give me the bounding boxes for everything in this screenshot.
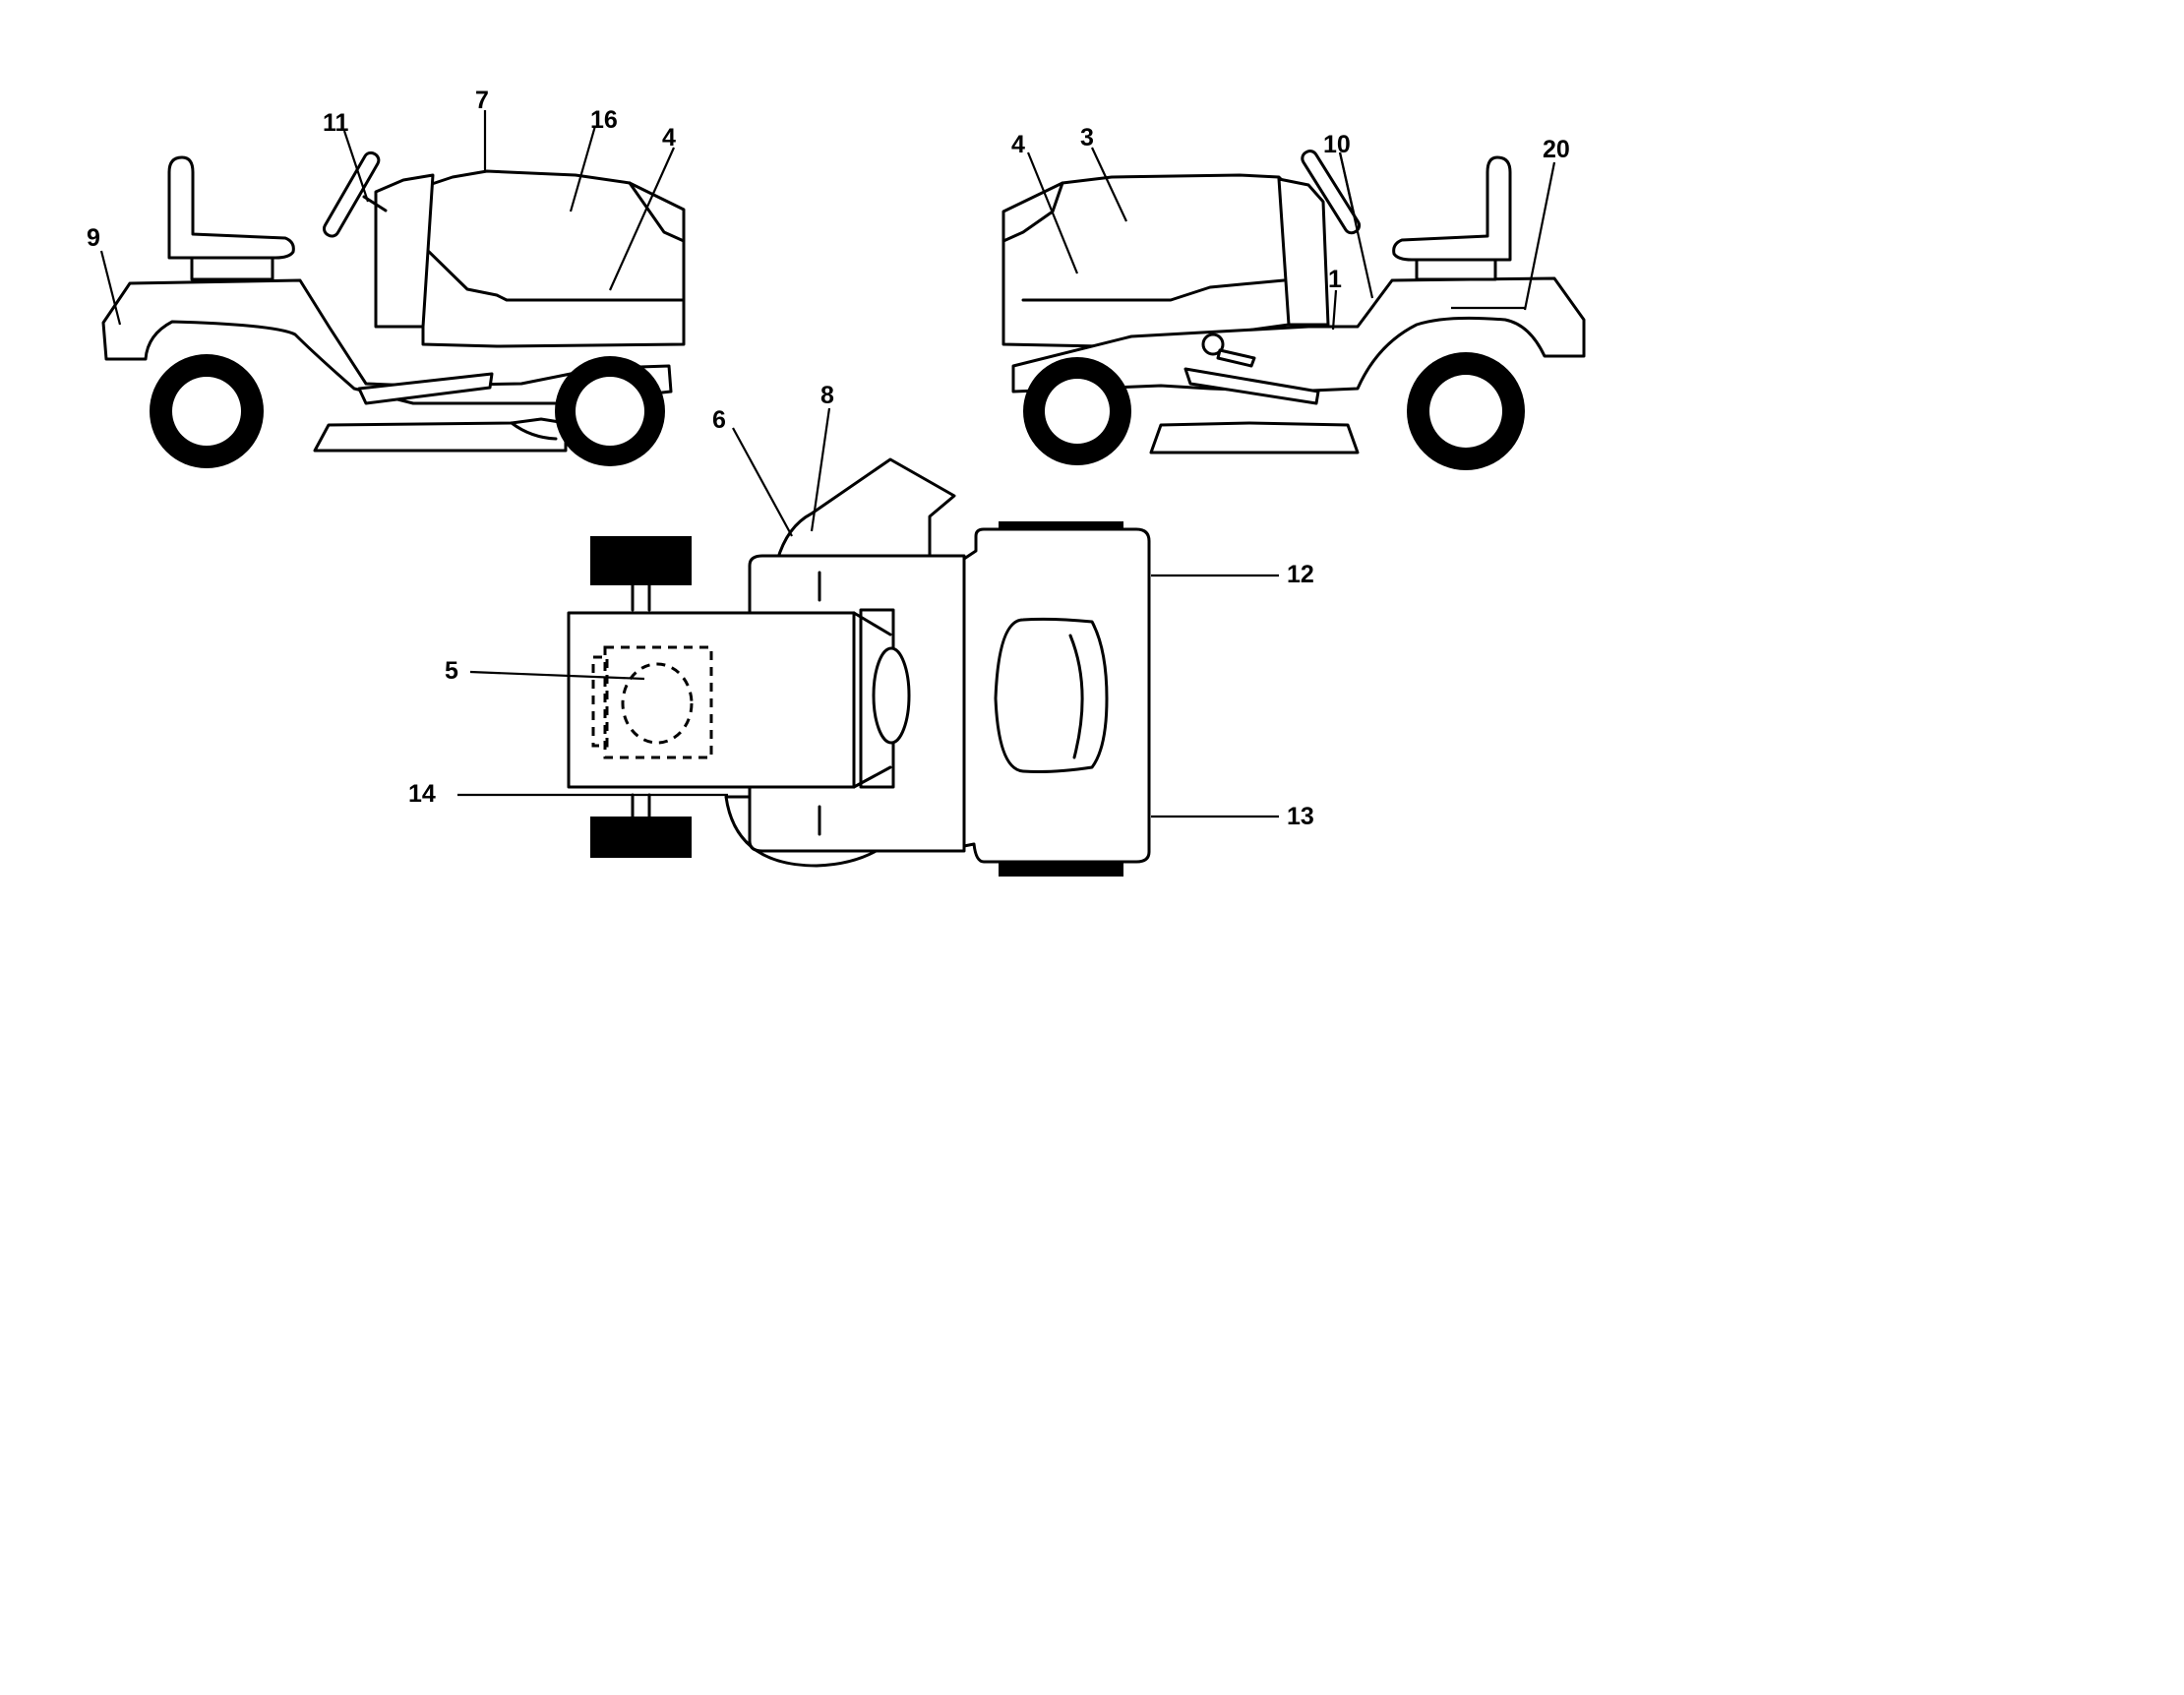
callout-labels: 9 11 7 16 4 4 3 10 1 20 6 8 5 14 12 13 bbox=[87, 87, 1570, 830]
callout-3: 3 bbox=[1080, 124, 1094, 151]
callout-8: 8 bbox=[820, 382, 834, 409]
left-steering-wheel bbox=[323, 151, 381, 238]
right-mower-deck bbox=[1149, 421, 1360, 454]
top-seat bbox=[994, 617, 1109, 773]
left-side-view-tractor bbox=[101, 151, 686, 468]
top-front-left-wheel bbox=[590, 536, 692, 585]
right-steering-wheel bbox=[1301, 150, 1362, 235]
callout-9: 9 bbox=[87, 224, 100, 252]
callout-7: 7 bbox=[475, 87, 489, 114]
leader-lines bbox=[99, 110, 1556, 818]
left-seat bbox=[167, 155, 295, 260]
callout-12: 12 bbox=[1287, 561, 1314, 588]
top-front-right-wheel bbox=[590, 817, 692, 858]
callout-6: 6 bbox=[712, 406, 726, 434]
callout-5: 5 bbox=[445, 657, 458, 685]
callout-20: 20 bbox=[1543, 136, 1570, 163]
callout-14: 14 bbox=[408, 780, 436, 808]
top-discharge-chute bbox=[775, 457, 956, 563]
right-seat bbox=[1392, 155, 1512, 262]
callout-4-right: 4 bbox=[1011, 131, 1025, 158]
callout-11: 11 bbox=[323, 109, 349, 137]
callout-13: 13 bbox=[1287, 803, 1314, 830]
top-hood-decal-area bbox=[603, 645, 713, 759]
left-hood bbox=[421, 169, 686, 348]
right-dash bbox=[1277, 177, 1330, 327]
left-mower-deck bbox=[313, 417, 568, 453]
right-rear-fender bbox=[1011, 276, 1586, 393]
callout-1: 1 bbox=[1328, 266, 1342, 293]
callout-16: 16 bbox=[590, 106, 618, 134]
left-dash bbox=[374, 173, 435, 329]
callout-10: 10 bbox=[1323, 131, 1351, 158]
callout-4-left: 4 bbox=[662, 124, 676, 151]
right-hood bbox=[1001, 173, 1291, 348]
top-view-tractor bbox=[567, 457, 1151, 877]
right-side-view-tractor bbox=[1001, 150, 1586, 470]
